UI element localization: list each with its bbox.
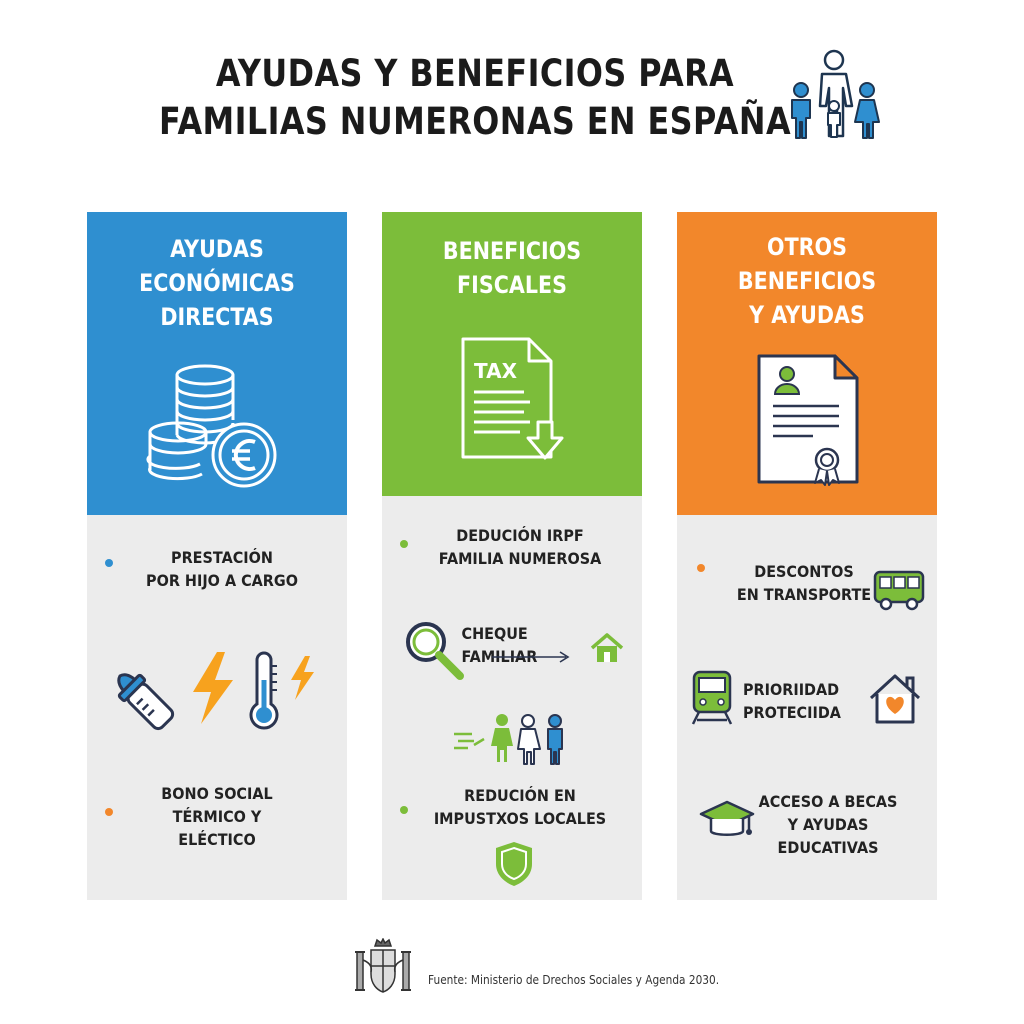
column-2-header: BENEFICIOS FISCALES TAX bbox=[382, 212, 642, 496]
column-3-title: OTROS BENEFICIOS Y AYUDAS bbox=[737, 233, 877, 329]
bullet-dot bbox=[400, 540, 408, 548]
item-prioridad-protegida: PRIORIIDAD PROTECIIDA bbox=[743, 680, 841, 722]
tax-document-icon: TAX bbox=[461, 337, 564, 460]
train-icon bbox=[691, 670, 733, 725]
item-acceso-becas: ACCESO A BECAS Y AYUDAS EDUCATIVAS bbox=[758, 792, 898, 857]
arrow-right-icon bbox=[492, 651, 570, 663]
item-descuentos-transporte: DESCONTOS EN TRANSPORTE bbox=[736, 562, 872, 604]
column-otros-beneficios: OTROS BENEFICIOS Y AYUDAS DESCONTOS EN T… bbox=[677, 212, 937, 900]
column-ayudas-economicas: AYUDAS ECONÓMICAS DIRECTAS P bbox=[87, 212, 347, 900]
column-1-header: AYUDAS ECONÓMICAS DIRECTAS bbox=[87, 212, 347, 515]
family-walking-icon bbox=[454, 714, 563, 765]
column-beneficios-fiscales: BENEFICIOS FISCALES TAX DEDUCIÓN IRPF FA… bbox=[382, 212, 642, 900]
bullet-dot bbox=[105, 808, 113, 816]
title-line-1: AYUDAS Y BENEFICIOS PARA bbox=[215, 52, 735, 95]
bullet-dot bbox=[105, 559, 113, 567]
graduation-cap-icon bbox=[699, 800, 755, 836]
coat-of-arms-icon bbox=[355, 938, 411, 993]
column-1-title: AYUDAS ECONÓMICAS DIRECTAS bbox=[139, 235, 295, 331]
bullet-dot bbox=[697, 564, 705, 572]
lightning-icon bbox=[193, 652, 233, 724]
column-3-header: OTROS BENEFICIOS Y AYUDAS bbox=[677, 212, 937, 515]
page-title: AYUDAS Y BENEFICIOS PARA FAMILIAS NUMERO… bbox=[67, 50, 884, 146]
baby-bottle-icon bbox=[117, 673, 175, 731]
family-icon bbox=[791, 49, 880, 139]
house-icon bbox=[590, 633, 624, 662]
thermometer-icon bbox=[249, 651, 279, 730]
title-line-2: FAMILIAS NUMERONAS EN ESPAÑA bbox=[158, 100, 792, 143]
house-heart-icon bbox=[869, 674, 921, 724]
small-lightning-icon bbox=[291, 656, 314, 700]
tax-label: TAX bbox=[474, 359, 518, 383]
bullet-dot bbox=[400, 806, 408, 814]
item-bono-social: BONO SOCIAL TÉRMICO Y ELÉCTICO bbox=[161, 784, 273, 849]
item-reduccion-impuestos: REDUCIÓN EN IMPUSTXOS LOCALES bbox=[433, 786, 607, 828]
euro-coins-icon bbox=[146, 364, 277, 488]
certificate-icon bbox=[757, 354, 859, 486]
shield-icon bbox=[496, 842, 532, 886]
column-2-title: BENEFICIOS FISCALES bbox=[442, 237, 582, 299]
magnifier-icon bbox=[406, 622, 464, 680]
item-prestacion: PRESTACIÓN POR HIJO A CARGO bbox=[146, 548, 298, 590]
bus-icon bbox=[873, 570, 925, 611]
source-footer: Fuente: Ministerio de Drechos Sociales y… bbox=[428, 973, 720, 987]
item-deduccion-irpf: DEDUCIÓN IRPF FAMILIA NUMEROSA bbox=[438, 526, 602, 568]
